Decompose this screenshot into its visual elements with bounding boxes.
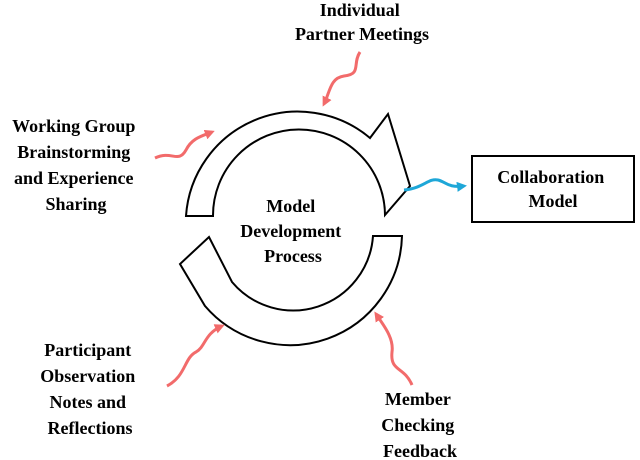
input-arrow-participant: [166, 324, 225, 388]
label-line: Member: [385, 389, 451, 409]
input-arrow-member: [374, 311, 414, 386]
label-line: Individual: [320, 0, 400, 20]
label-line: Sharing: [45, 194, 106, 214]
center-label: Model Development Process: [240, 196, 345, 266]
label-individual-partner-meetings: Individual Partner Meetings: [295, 0, 429, 44]
cycle-arrow-bottom: [178, 235, 404, 347]
output-line: Model: [529, 191, 578, 211]
label-line: and Experience: [14, 168, 134, 188]
collaboration-model-box: [471, 155, 635, 223]
label-line: Working Group: [12, 116, 135, 136]
output-arrow: [403, 178, 467, 192]
input-arrow-working-group: [154, 129, 215, 160]
label-member-checking-feedback: Member Checking Feedback: [381, 389, 459, 460]
cycle-arrow-top: [184, 110, 412, 218]
collaboration-model-label: Collaboration Model: [497, 167, 609, 211]
label-line: Partner Meetings: [295, 24, 429, 44]
center-line: Model: [266, 196, 315, 216]
output-line: Collaboration: [497, 167, 604, 187]
label-line: Brainstorming: [17, 142, 130, 162]
center-line: Process: [264, 246, 322, 266]
label-line: Reflections: [48, 418, 133, 438]
label-line: Checking: [381, 415, 454, 435]
label-line: Feedback: [383, 441, 457, 460]
label-line: Notes and: [49, 392, 126, 412]
label-line: Participant: [44, 340, 131, 360]
input-arrow-individual: [322, 51, 362, 107]
center-line: Development: [240, 221, 341, 241]
label-participant-observation: Participant Observation Notes and Reflec…: [40, 340, 140, 438]
label-line: Observation: [40, 366, 135, 386]
label-working-group: Working Group Brainstorming and Experien…: [12, 116, 140, 214]
